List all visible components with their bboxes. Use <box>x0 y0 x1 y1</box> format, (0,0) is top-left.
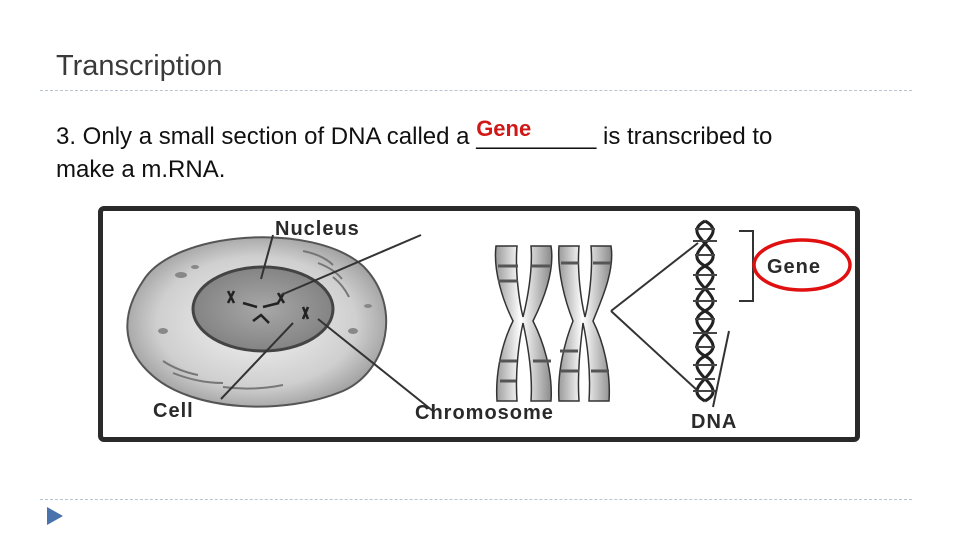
chromosome-label: Chromosome <box>415 402 554 424</box>
slide-title: Transcription <box>56 50 223 83</box>
chromosome-icon <box>495 246 611 401</box>
gene-label: Gene <box>767 256 821 278</box>
statement-part-1: 3. Only a small section of DNA called a <box>56 123 476 150</box>
dna-label: DNA <box>691 411 737 433</box>
next-slide-arrow-icon[interactable] <box>47 507 63 525</box>
cell-chromosome-dna-diagram: Nucleus Cell Chromosome DNA Gene <box>98 206 860 442</box>
cell-label: Cell <box>153 400 194 422</box>
nucleus-label: Nucleus <box>275 218 360 240</box>
blank-answer: Gene <box>476 112 531 145</box>
nucleus-icon <box>193 267 333 351</box>
statement-line-2: make a m.RNA. <box>56 156 225 183</box>
diagram-svg: Nucleus Cell Chromosome DNA Gene <box>103 211 855 437</box>
dna-helix-icon <box>693 221 717 401</box>
footer-divider <box>40 499 912 500</box>
body-text: 3. Only a small section of DNA called a … <box>56 120 772 186</box>
fill-in-blank: _________Gene <box>476 120 596 153</box>
title-divider <box>40 90 912 91</box>
statement-part-2: is transcribed to <box>596 123 772 150</box>
